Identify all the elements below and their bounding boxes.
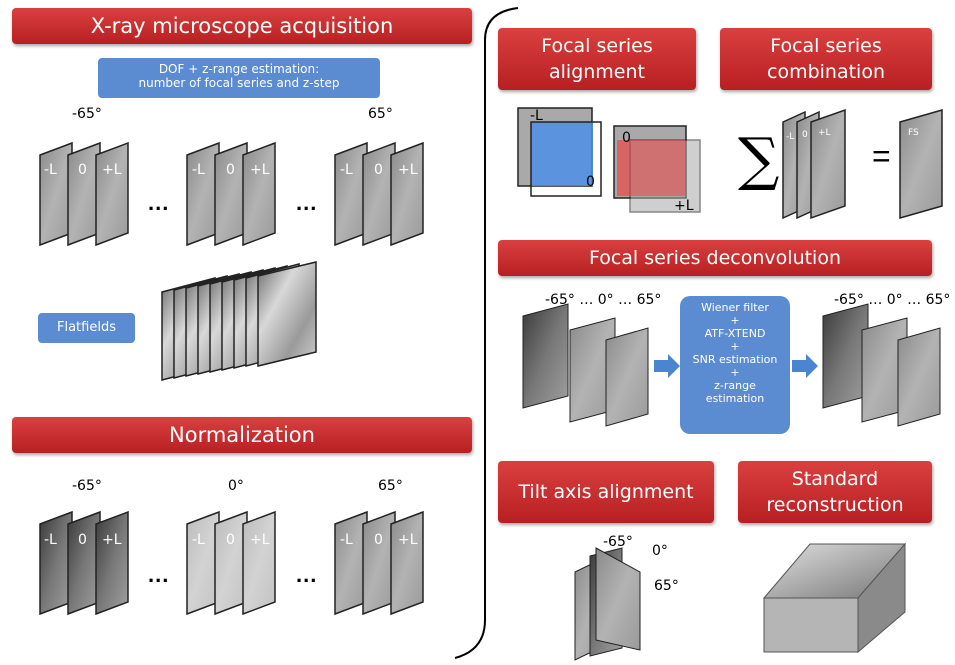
tilt-axis-title: Tilt axis alignment xyxy=(498,461,714,523)
step-plus: + xyxy=(730,366,740,379)
acq-label-plus-l: +L xyxy=(250,162,270,178)
alignment-image-a xyxy=(517,107,602,197)
deconvolution-range-out: -65° … 0° … 65° xyxy=(834,292,951,308)
norm-ellipsis-2: ... xyxy=(296,562,318,587)
combination-label-minus-l: -L xyxy=(786,132,795,142)
tilt-angle-plus: 65° xyxy=(654,578,679,594)
step-wiener: Wiener filter xyxy=(701,301,769,314)
reconstruction-title: Standard reconstruction xyxy=(738,461,932,523)
acquisition-stack-left xyxy=(39,141,129,247)
step-estimation: estimation xyxy=(705,392,765,405)
alignment-title-line-2: alignment xyxy=(549,61,645,83)
acq-ellipsis-1: ... xyxy=(148,190,170,215)
step-plus: + xyxy=(730,314,740,327)
step-z-range: z-range xyxy=(714,379,756,392)
alignment-label-minus-l: -L xyxy=(530,108,543,124)
alignment-label-plus-l: +L xyxy=(674,198,694,214)
normalization-title: Normalization xyxy=(12,417,472,453)
step-plus: + xyxy=(730,340,740,353)
deconvolution-input-stack xyxy=(522,303,649,427)
norm-label-plus-l: +L xyxy=(102,532,122,548)
acq-label-minus-l: -L xyxy=(44,162,57,178)
tilt-axis-slices xyxy=(574,547,641,661)
acquisition-stack-right xyxy=(334,141,424,247)
reconstruction-volume xyxy=(762,542,907,654)
acq-angle-left: -65° xyxy=(72,106,102,122)
norm-angle-left: -65° xyxy=(72,478,102,494)
norm-label-minus-l: -L xyxy=(192,532,205,548)
combination-label-zero: 0 xyxy=(802,130,808,140)
norm-label-plus-l: +L xyxy=(250,532,270,548)
combination-title-line-2: combination xyxy=(767,61,885,83)
sum-icon: ∑ xyxy=(738,125,780,193)
acq-angle-right: 65° xyxy=(368,106,393,122)
norm-label-minus-l: -L xyxy=(340,532,353,548)
dof-line-2: number of focal series and z-step xyxy=(138,76,340,90)
alignment-label-zero-b: 0 xyxy=(622,130,631,146)
equals-icon: = xyxy=(872,138,891,174)
step-snr: SNR estimation xyxy=(692,353,778,366)
flatfields-stack xyxy=(161,261,317,381)
dof-line-1: DOF + z-range estimation: xyxy=(158,62,320,76)
norm-label-zero: 0 xyxy=(226,532,235,548)
combination-result xyxy=(899,109,943,219)
deconvolution-range-in: -65° … 0° … 65° xyxy=(545,292,662,308)
combination-label-plus-l: +L xyxy=(818,128,831,138)
combination-label-fs: FS xyxy=(908,128,919,138)
norm-label-plus-l: +L xyxy=(398,532,418,548)
acq-label-minus-l: -L xyxy=(192,162,205,178)
flatfields-label: Flatfields xyxy=(38,313,135,343)
acq-ellipsis-2: ... xyxy=(296,190,318,215)
tilt-angle-minus: -65° xyxy=(603,534,633,550)
norm-label-zero: 0 xyxy=(78,532,87,548)
alignment-label-zero-a: 0 xyxy=(586,174,595,190)
norm-label-minus-l: -L xyxy=(44,532,57,548)
deconvolution-title: Focal series deconvolution xyxy=(498,240,932,276)
step-atf-xtend: ATF-XTEND xyxy=(704,327,766,340)
deconvolution-output-stack xyxy=(822,303,941,427)
reconstruction-title-line-1: Standard xyxy=(791,468,879,490)
alignment-title: Focal series alignment xyxy=(498,28,696,90)
normalization-stack-right xyxy=(334,510,424,616)
acq-label-zero: 0 xyxy=(374,162,383,178)
alignment-image-b xyxy=(613,125,701,213)
reconstruction-title-line-2: reconstruction xyxy=(766,494,904,516)
norm-ellipsis-1: ... xyxy=(148,562,170,587)
norm-angle-middle: 0° xyxy=(228,478,244,494)
combination-title-line-1: Focal series xyxy=(770,35,882,57)
acq-label-minus-l: -L xyxy=(340,162,353,178)
normalization-stack-left xyxy=(39,510,129,616)
arrow-out-icon xyxy=(792,354,818,378)
norm-angle-right: 65° xyxy=(378,478,403,494)
alignment-title-line-1: Focal series xyxy=(541,35,653,57)
acq-label-zero: 0 xyxy=(78,162,87,178)
acq-label-plus-l: +L xyxy=(398,162,418,178)
acquisition-title: X-ray microscope acquisition xyxy=(12,8,472,44)
acq-label-plus-l: +L xyxy=(102,162,122,178)
combination-title: Focal series combination xyxy=(720,28,932,90)
section-divider xyxy=(454,7,519,659)
arrow-in-icon xyxy=(654,354,680,378)
blue-overlay xyxy=(531,122,593,186)
deconvolution-steps-box: Wiener filter + ATF-XTEND + SNR estimati… xyxy=(680,296,790,434)
acq-label-zero: 0 xyxy=(226,162,235,178)
combination-stack xyxy=(782,108,846,220)
tilt-angle-zero: 0° xyxy=(652,543,668,559)
normalization-stack-middle xyxy=(186,510,276,616)
dof-box: DOF + z-range estimation: number of foca… xyxy=(98,58,380,98)
norm-label-zero: 0 xyxy=(374,532,383,548)
acquisition-stack-middle xyxy=(186,141,276,247)
